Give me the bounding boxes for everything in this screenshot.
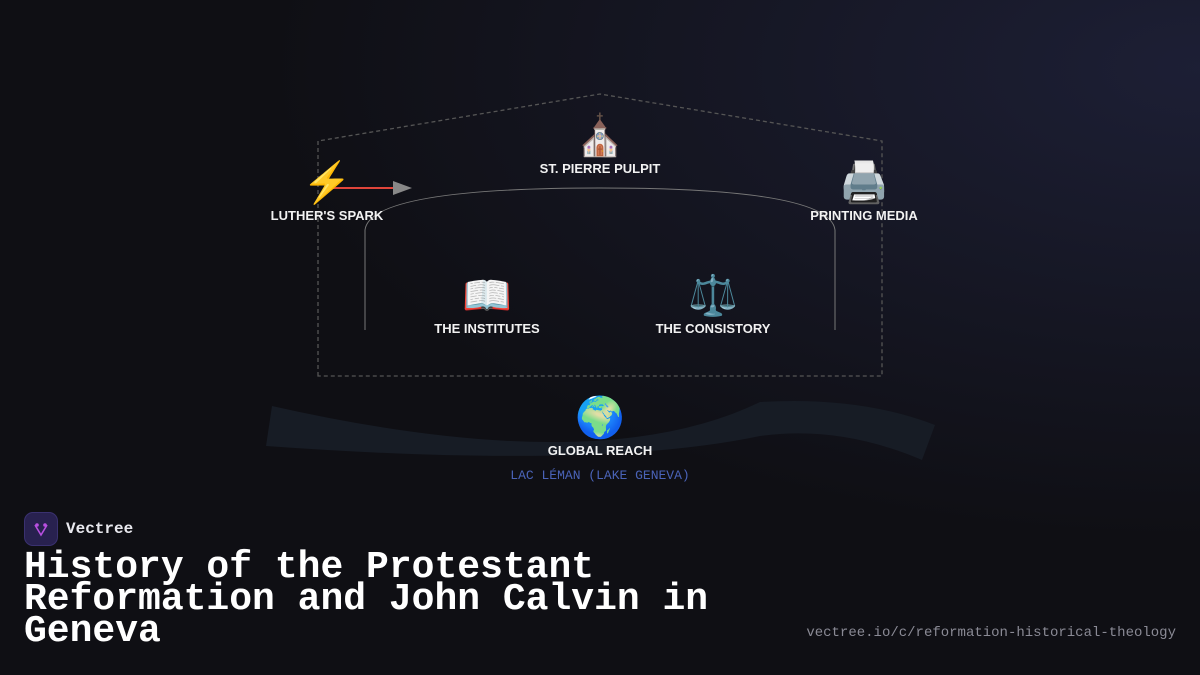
city-wall-outline <box>317 93 883 377</box>
scales-icon: ⚖️ <box>688 274 738 318</box>
node-luther: ⚡ LUTHER'S SPARK <box>271 159 384 225</box>
node-institutes: 📖 THE INSTITUTES <box>434 272 539 338</box>
node-global: 🌍 GLOBAL REACH <box>548 394 652 460</box>
node-label: GLOBAL REACH <box>547 443 653 458</box>
node-label: LUTHER'S SPARK <box>270 208 384 223</box>
node-printing: 🖨️ PRINTING MEDIA <box>810 159 918 225</box>
spark-arrow-head <box>393 181 412 195</box>
lake-river-shape <box>266 400 935 460</box>
cathedral-arch <box>364 187 836 330</box>
lake-label: LAC LÉMAN (LAKE GENEVA) <box>510 468 690 483</box>
vectree-logo-icon <box>24 512 58 546</box>
page-title: History of the Protestant Reformation an… <box>24 546 709 653</box>
brand-name: Vectree <box>66 520 134 538</box>
node-pulpit: ⛪ ST. PIERRE PULPIT <box>540 112 661 178</box>
book-icon: 📖 <box>462 274 512 318</box>
printer-icon: 🖨️ <box>839 161 889 205</box>
node-label: ST. PIERRE PULPIT <box>539 161 661 176</box>
node-consistory: ⚖️ THE CONSISTORY <box>656 272 771 338</box>
church-icon: ⛪ <box>575 114 625 158</box>
brand: Vectree <box>24 512 133 546</box>
node-label: THE CONSISTORY <box>655 321 771 336</box>
globe-icon: 🌍 <box>575 396 625 440</box>
lightning-icon: ⚡ <box>302 161 352 205</box>
node-label: PRINTING MEDIA <box>810 208 918 223</box>
source-url: vectree.io/c/reformation-historical-theo… <box>806 625 1176 641</box>
node-label: THE INSTITUTES <box>434 321 540 336</box>
